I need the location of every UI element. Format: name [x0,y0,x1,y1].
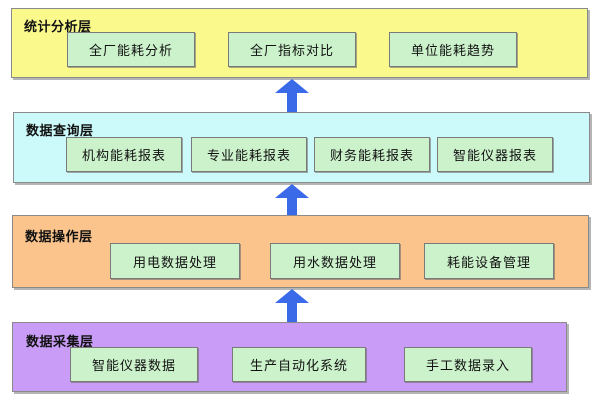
module-label: 生产自动化系统 [249,358,348,373]
arrow-head-icon [275,79,309,93]
module-label: 全厂能耗分析 [88,43,173,58]
module-label: 财务能耗报表 [329,148,414,163]
module-label: 专业能耗报表 [206,148,291,163]
module-water-data-process[interactable]: 用水数据处理 [270,243,400,279]
module-smart-meter-data[interactable]: 智能仪器数据 [70,347,198,382]
module-electricity-data-process[interactable]: 用电数据处理 [110,243,240,279]
arrow-up-to-query [275,184,309,215]
module-smart-meter-report[interactable]: 智能仪器报表 [437,137,553,172]
module-org-energy-report[interactable]: 机构能耗报表 [66,137,182,172]
module-label: 耗能设备管理 [446,254,531,270]
arrow-shaft [287,198,297,215]
module-plant-energy-analysis[interactable]: 全厂能耗分析 [67,32,195,67]
module-manual-data-entry[interactable]: 手工数据录入 [404,347,532,382]
arrow-up-to-statistics [275,79,309,112]
module-energy-equipment-manage[interactable]: 耗能设备管理 [424,243,554,279]
module-label: 用电数据处理 [132,254,217,270]
module-label: 智能仪器数据 [91,358,176,373]
layer-collection-title: 数据采集层 [26,334,94,349]
module-label: 机构能耗报表 [81,148,166,163]
module-label: 智能仪器报表 [452,148,537,163]
module-finance-energy-report[interactable]: 财务能耗报表 [314,137,430,172]
layer-operation-title: 数据操作层 [25,229,93,244]
module-production-automation-system[interactable]: 生产自动化系统 [232,347,366,382]
layer-statistics-title: 统计分析层 [24,19,92,34]
layer-query-title: 数据查询层 [26,123,94,138]
arrow-up-to-operation [275,289,309,322]
module-label: 手工数据录入 [425,358,510,373]
arrow-head-icon [275,289,309,303]
module-label: 全厂指标对比 [249,43,334,58]
arrow-head-icon [275,184,309,198]
arrow-shaft [287,93,297,112]
module-major-energy-report[interactable]: 专业能耗报表 [191,137,307,172]
module-label: 用水数据处理 [292,254,377,270]
module-label: 单位能耗趋势 [410,43,495,58]
module-plant-index-compare[interactable]: 全厂指标对比 [228,32,356,67]
module-unit-energy-trend[interactable]: 单位能耗趋势 [389,32,517,67]
arrow-shaft [287,303,297,322]
